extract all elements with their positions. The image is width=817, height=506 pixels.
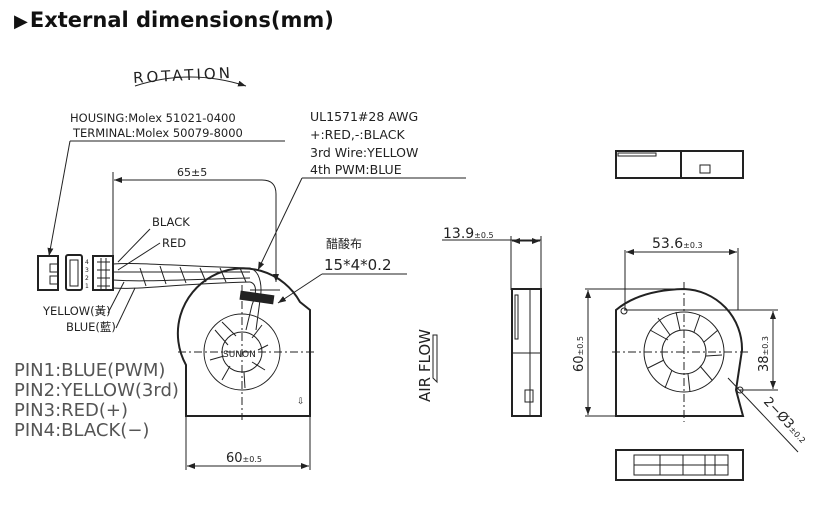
pin-number: 1 bbox=[85, 283, 89, 290]
wire-spec-line: +:RED,-:BLACK bbox=[310, 127, 405, 142]
blue-wire-label: BLUE(藍) bbox=[66, 320, 116, 334]
wire-spec-line: 4th PWM:BLUE bbox=[310, 162, 402, 177]
rotation-indicator: ROTATION bbox=[133, 64, 247, 87]
air-flow-indicator: AIR FLOW bbox=[416, 329, 438, 402]
hole-spacing-dimension: 38±0.3 bbox=[757, 336, 772, 372]
terminal-label: TERMINAL:Molex 50079-8000 bbox=[72, 126, 243, 140]
pin-label: PIN4:BLACK(−) bbox=[14, 420, 149, 441]
pin-number: 2 bbox=[85, 275, 89, 282]
red-wire-label: RED bbox=[162, 236, 186, 250]
fan-left-view: SUNON ⇩ 60±0.5 bbox=[176, 267, 314, 470]
fan-top-view bbox=[615, 150, 744, 179]
tape-callout: 醋酸布 15*4*0.2 bbox=[239, 236, 407, 305]
tape-size: 15*4*0.2 bbox=[324, 256, 392, 274]
wire-bundle: BLACK RED YELLOW(黃) BLUE(藍) bbox=[42, 215, 262, 334]
fan-bottom-view bbox=[615, 449, 744, 481]
tape-name: 醋酸布 bbox=[326, 236, 362, 251]
brand-logo: SUNON bbox=[223, 350, 256, 360]
flow-arrow-icon: ⇩ bbox=[297, 397, 305, 407]
air-flow-arrow-icon bbox=[432, 334, 438, 384]
lead-length-label: 65±5 bbox=[177, 166, 207, 179]
right-triangle-icon: ▶ bbox=[14, 11, 28, 32]
width-left-dimension: 60±0.5 bbox=[226, 451, 262, 466]
wire-spec-line: 3rd Wire:YELLOW bbox=[310, 145, 418, 160]
connector-callout: HOUSING:Molex 51021-0400 TERMINAL:Molex … bbox=[47, 111, 285, 257]
air-flow-label: AIR FLOW bbox=[416, 329, 434, 402]
height-dimension: 60±0.5 bbox=[572, 336, 587, 372]
fan-front-view: 53.6±0.3 60±0.5 38±0.3 2−Ø3±0.2 bbox=[572, 236, 807, 453]
pin-label: PIN3:RED(+) bbox=[14, 400, 128, 421]
pin-number: 4 bbox=[85, 259, 89, 266]
connector-drawing: 4 3 2 1 bbox=[37, 254, 114, 291]
yellow-wire-label: YELLOW(黃) bbox=[42, 304, 111, 318]
fan-side-view: 13.9±0.5 bbox=[442, 226, 542, 417]
title-text: External dimensions(mm) bbox=[29, 8, 334, 32]
wire-spec: UL1571#28 AWG +:RED,-:BLACK 3rd Wire:YEL… bbox=[257, 109, 466, 271]
pin-label: PIN1:BLUE(PWM) bbox=[14, 360, 165, 381]
housing-label: HOUSING:Molex 51021-0400 bbox=[70, 111, 236, 125]
page-title: ▶External dimensions(mm) bbox=[14, 8, 334, 32]
black-wire-label: BLACK bbox=[152, 215, 190, 229]
thickness-dimension: 13.9±0.5 bbox=[443, 226, 494, 242]
wire-spec-line: UL1571#28 AWG bbox=[310, 109, 418, 124]
pin-number: 3 bbox=[85, 267, 89, 274]
width-front-dimension: 53.6±0.3 bbox=[652, 236, 703, 252]
pin-list: PIN1:BLUE(PWM) PIN2:YELLOW(3rd) PIN3:RED… bbox=[14, 360, 179, 441]
rotation-label: ROTATION bbox=[133, 64, 234, 87]
rotation-arrow-icon bbox=[134, 76, 247, 87]
pin-label: PIN2:YELLOW(3rd) bbox=[14, 380, 179, 401]
